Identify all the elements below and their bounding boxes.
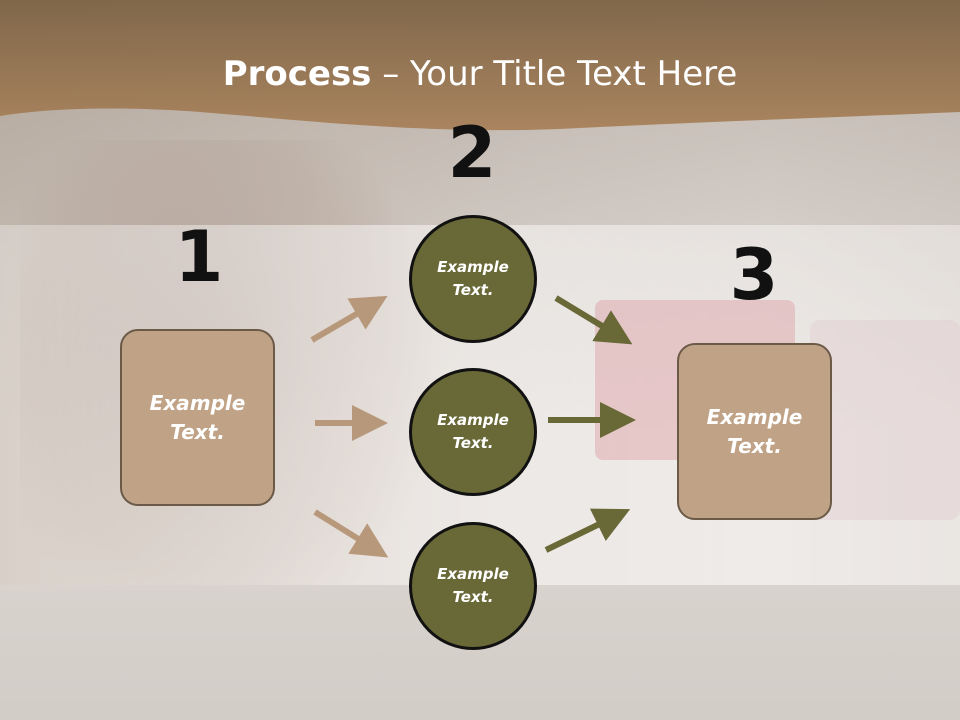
title-rest: – Your Title Text Here [371,54,738,94]
arrow-2-top-to-3 [554,295,633,345]
step-1-number: 1 [174,216,224,298]
step-2-circle-1: Example Text. [409,215,537,343]
step-2-circle-3-label: Example Text. [437,565,509,606]
arrow-1-to-2-bottom [313,509,389,558]
title-bold: Process [222,54,372,94]
background-pink-cloth [810,320,960,520]
step-3-label: Example Text. [706,404,803,458]
slide-title: Process – Your Title Text Here [0,52,960,96]
arrow-2-bottom-to-3 [544,508,631,553]
step-3-box: Example Text. [677,343,832,520]
step-2-number: 2 [447,112,497,194]
step-2-circle-2: Example Text. [409,368,537,496]
step-3-number: 3 [729,234,779,316]
step-1-label: Example Text. [149,390,246,444]
arrow-1-to-2-top [310,295,388,343]
step-2-circle-2-label: Example Text. [437,411,509,452]
step-2-circle-3: Example Text. [409,522,537,650]
step-2-circle-1-label: Example Text. [437,258,509,299]
step-1-box: Example Text. [120,329,275,506]
title-band [0,0,960,131]
